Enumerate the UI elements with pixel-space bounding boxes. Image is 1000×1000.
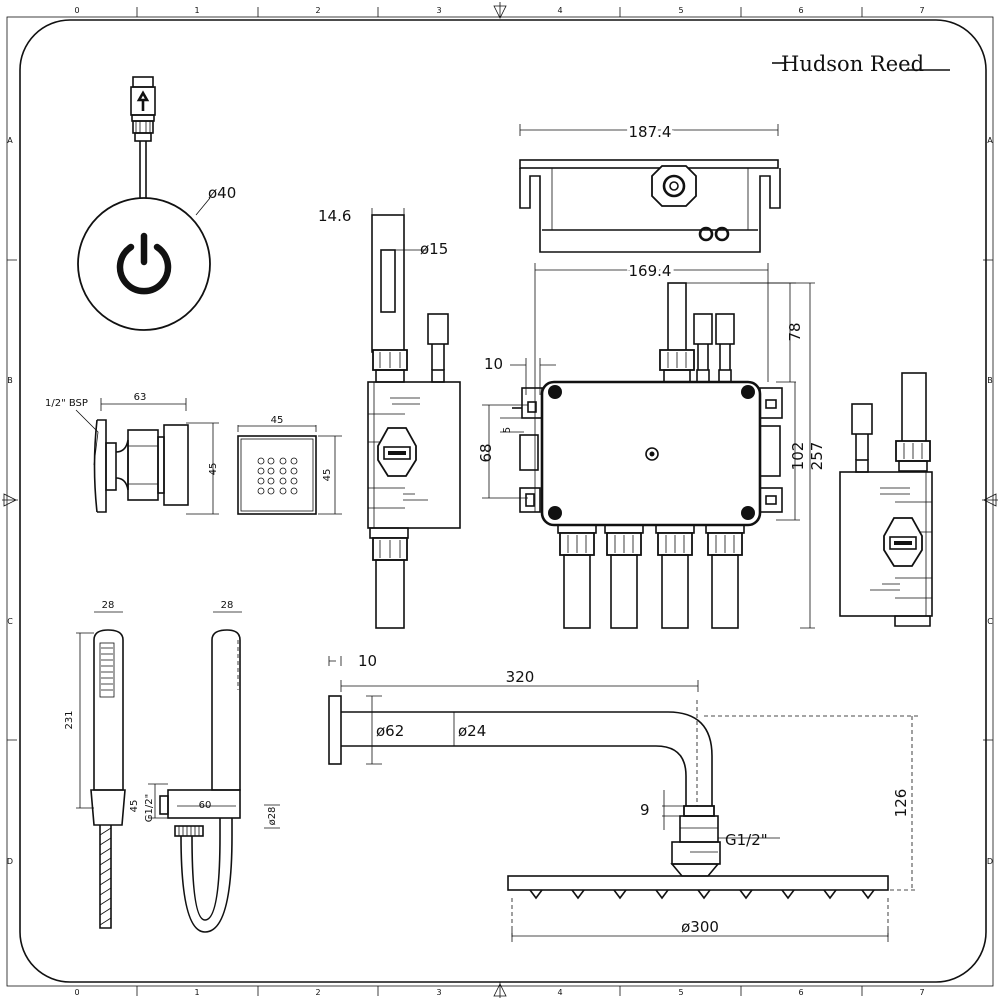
dim-arm-width: 14.6 [318,207,351,225]
grid-col-4-bottom: 4 [557,988,562,997]
grid-col-1-bottom: 1 [194,988,199,997]
dim-handset-length: 231 [64,710,75,729]
dim-arm-diameter: ø15 [420,240,448,258]
dim-hose-diameter: ø28 [267,807,278,826]
grid-col-6-bottom: 6 [798,988,803,997]
grid-row-a-right: A [987,136,993,145]
dim-box-total-height: 257 [808,442,826,471]
grid-row-labels: A B C D A B C D [7,136,993,866]
body-jet-front-plate: 45 45 [237,415,342,515]
push-button-control: ø40 [77,76,236,331]
dim-plate-height: 45 [322,469,333,482]
valve-top-view: 187.4 [519,120,781,253]
dim-pipe-diameter: ø24 [458,722,486,740]
valve-front-view: 169.4 78 257 102 10 68 5 [477,259,826,629]
dim-handset-width: 28 [102,600,115,611]
dim-box-height: 102 [789,442,807,471]
dim-elbow-drop: 126 [892,789,910,818]
grid-column-labels-bottom: 0 1 2 3 4 5 6 7 [74,988,924,997]
dim-outlet-height: 45 [208,463,219,476]
rain-shower-head [507,875,889,900]
handset-front-view: 28 231 [64,600,126,929]
power-icon [116,232,172,295]
grid-row-a: A [7,136,13,145]
dim-box-small: 5 [502,427,513,433]
grid-col-0: 0 [74,6,79,15]
valve-side-view-right [839,372,933,627]
outer-frame [6,16,994,987]
dim-button-diameter: ø40 [208,184,236,202]
valve-outlets [557,524,745,629]
grid-col-3-bottom: 3 [436,988,441,997]
grid-col-5-bottom: 5 [678,988,683,997]
handset-side-view: 28 60 45 G1/2" ø28 [129,600,280,933]
dim-flange-diameter: ø62 [376,722,404,740]
brand-logo: Hudson Reed [772,52,950,76]
valve-top-connector [651,165,697,207]
grid-row-d-right: D [987,857,993,866]
dim-nut-height: 9 [640,801,650,819]
shower-arm: 10 320 ø62 ø24 9 G1/2" 126 ø300 [328,652,918,942]
dim-head-thread: G1/2" [725,831,768,849]
grid-col-0-bottom: 0 [74,988,79,997]
grid-column-labels-top: 0 1 2 3 4 5 6 7 [74,6,924,15]
valve-dial-right [883,517,923,567]
dim-plate-width: 45 [271,415,284,426]
grid-ticks [7,7,993,996]
dim-bracket-width: 60 [199,800,212,811]
dim-bracket-thread: G1/2" [144,794,155,822]
grid-row-d: D [7,857,13,866]
grid-row-b-right: B [987,376,993,385]
grid-col-5: 5 [678,6,683,15]
dim-box-bracket-offset: 10 [484,355,503,373]
jet-nozzle-grid [257,457,298,495]
grid-row-b: B [7,376,13,385]
grid-col-1: 1 [194,6,199,15]
grid-col-6: 6 [798,6,803,15]
dim-box-top-offset: 78 [786,322,804,341]
valve-body [540,380,762,527]
grid-row-c: C [7,617,13,626]
dim-box-top-width: 187.4 [629,123,672,141]
valve-dial-left [377,427,417,477]
dim-handset-side-width: 28 [221,600,234,611]
grid-row-c-right: C [987,617,993,626]
brand-name: Hudson Reed [781,52,924,76]
dim-arm-length: 320 [506,668,535,686]
grid-col-2: 2 [315,6,320,15]
grid-col-7-bottom: 7 [919,988,924,997]
grid-col-2-bottom: 2 [315,988,320,997]
grid-col-7: 7 [919,6,924,15]
valve-side-view-left: 14.6 ø15 [318,207,461,629]
dim-arm-flange: 10 [358,652,377,670]
inner-rounded-frame [19,19,987,983]
dim-box-body-width: 169.4 [629,262,672,280]
dim-outlet-depth: 63 [134,392,147,403]
dim-head-diameter: ø300 [681,918,719,936]
dim-outlet-thread: 1/2" BSP [45,398,88,409]
dim-bracket-height: 45 [129,800,140,813]
dim-box-bracket-height: 68 [477,443,495,462]
grid-col-3: 3 [436,6,441,15]
grid-col-4: 4 [557,6,562,15]
body-jet-side-view: 1/2" BSP 63 45 [45,392,219,515]
